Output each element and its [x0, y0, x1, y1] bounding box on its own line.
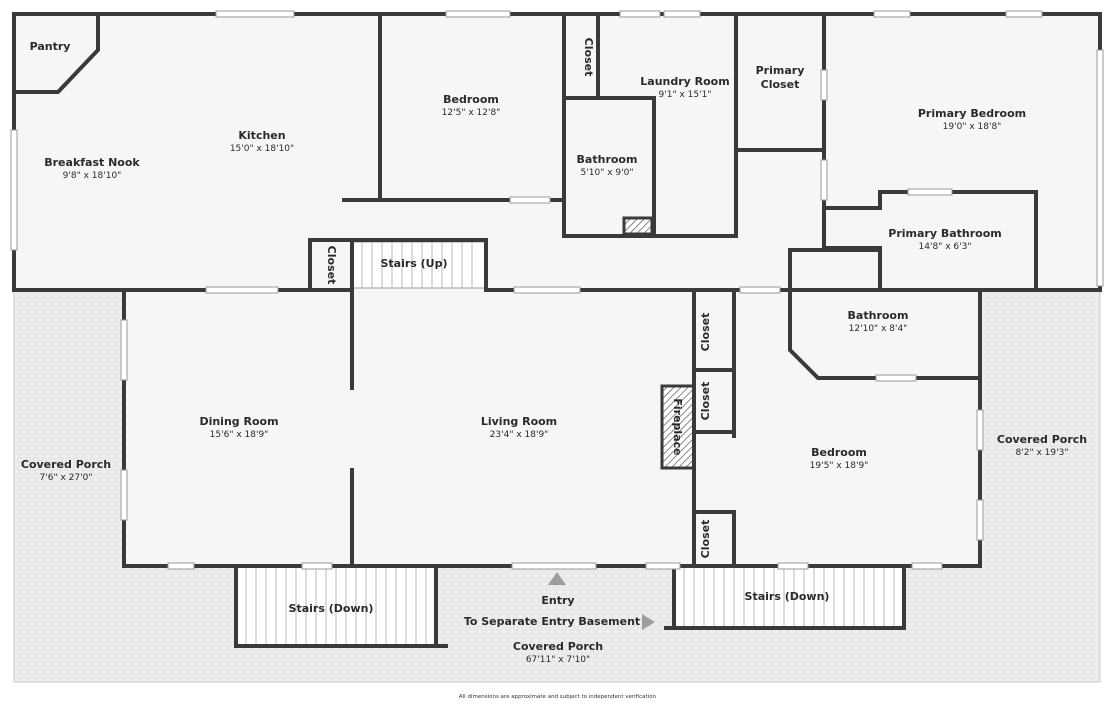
disclaimer-footnote: All dimensions are approximate and subje…	[458, 694, 657, 700]
living-room-label: Living Room	[481, 415, 557, 428]
primary-bathroom-label: Primary Bathroom	[888, 227, 1001, 240]
stairs-down-west-graphic	[236, 568, 436, 646]
kitchen-dims: 15'0" x 18'10"	[230, 144, 294, 154]
breakfast-nook-label: Breakfast Nook	[44, 156, 140, 169]
closet-east-1-label: Closet	[699, 313, 712, 352]
bathroom-north-label: Bathroom	[577, 153, 638, 166]
covered-porch-south-dims: 67'11" x 7'10"	[526, 655, 590, 665]
dining-room-dims: 15'6" x 18'9"	[210, 430, 269, 440]
entry-arrow-icon	[548, 572, 566, 585]
covered-porch-west-label: Covered Porch	[21, 458, 111, 471]
primary-closet-label-line2: Closet	[761, 78, 800, 91]
laundry-dims: 9'1" x 15'1"	[659, 90, 712, 100]
primary-bathroom-dims: 14'8" x 6'3"	[919, 242, 972, 252]
covered-porch-west-dims: 7'6" x 27'0"	[40, 473, 93, 483]
covered-porch-south-label: Covered Porch	[513, 640, 603, 653]
room-labels: Pantry Kitchen 15'0" x 18'10" Breakfast …	[21, 38, 1087, 665]
bathroom-east-dims: 12'10" x 8'4"	[849, 324, 908, 334]
bathroom-east-label: Bathroom	[848, 309, 909, 322]
stairs-up-graphic	[351, 241, 487, 289]
dining-room-label: Dining Room	[199, 415, 278, 428]
bedroom-north-dims: 12'5" x 12'8"	[442, 108, 501, 118]
living-room-dims: 23'4" x 18'9"	[490, 430, 549, 440]
stairs-down-west-label: Stairs (Down)	[289, 602, 374, 615]
laundry-label: Laundry Room	[640, 75, 729, 88]
windows	[10, 10, 1104, 570]
bedroom-east-label: Bedroom	[811, 446, 867, 459]
bedroom-east-dims: 19'5" x 18'9"	[810, 461, 869, 471]
basement-entry-label: To Separate Entry Basement	[464, 615, 640, 628]
stairs-down-east-graphic	[674, 568, 904, 628]
primary-closet-label-line1: Primary	[756, 64, 805, 77]
primary-bedroom-label: Primary Bedroom	[918, 107, 1026, 120]
pantry-label: Pantry	[30, 40, 71, 53]
stairs-down-east-label: Stairs (Down)	[745, 590, 830, 603]
covered-porch-east-label: Covered Porch	[997, 433, 1087, 446]
kitchen-label: Kitchen	[238, 129, 285, 142]
bedroom-north-label: Bedroom	[443, 93, 499, 106]
stairs-up-label: Stairs (Up)	[380, 257, 447, 270]
porch-areas	[13, 289, 1101, 683]
closet-east-3-label: Closet	[699, 520, 712, 559]
closet-stairs-label: Closet	[325, 246, 338, 285]
bathroom-north-dims: 5'10" x 9'0"	[581, 168, 634, 178]
interior-floor	[14, 14, 1100, 566]
breakfast-nook-dims: 9'8" x 18'10"	[63, 171, 122, 181]
basement-arrow-icon	[642, 614, 655, 630]
closet-east-2-label: Closet	[699, 382, 712, 421]
covered-porch-east-dims: 8'2" x 19'3"	[1016, 448, 1069, 458]
closet-north-label: Closet	[582, 38, 595, 77]
entry-label: Entry	[541, 594, 574, 607]
bathroom-vent-graphic	[622, 216, 654, 236]
primary-bedroom-dims: 19'0" x 18'8"	[943, 122, 1002, 132]
fireplace-label: Fireplace	[671, 398, 684, 455]
